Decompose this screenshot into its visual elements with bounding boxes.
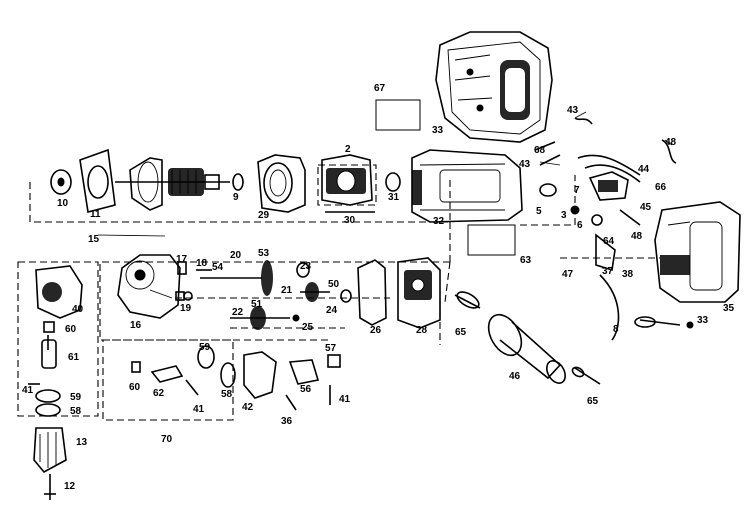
chuck-subassembly-box [17,261,99,417]
handle-housing [654,201,741,303]
part-label-43-mid: 43 [519,159,531,170]
part-label-9: 9 [233,192,239,203]
part-label-56: 56 [300,384,312,395]
part-label-63: 63 [520,255,532,266]
side-handle [454,291,601,385]
part-label-2: 2 [345,144,351,155]
part-label-24: 24 [326,305,338,316]
part-label-31: 31 [388,192,400,203]
part-label-13: 13 [76,437,88,448]
part-label-7: 7 [574,185,580,196]
part-label-59-top: 59 [199,342,211,353]
part-label-8: 8 [613,324,619,335]
part-label-20: 20 [230,250,242,261]
part-label-54: 54 [212,262,224,273]
part-label-12: 12 [64,481,76,492]
part-label-57: 57 [325,343,337,354]
motor-housing [411,149,523,223]
part-label-19: 19 [180,303,192,314]
part-label-42: 42 [242,402,254,413]
part-label-10: 10 [57,198,69,209]
part-label-11: 11 [90,209,101,220]
gear-case [117,254,181,319]
part-label-18: 18 [196,258,208,269]
part-label-65-top: 65 [455,327,467,338]
part-label-41-mid: 41 [193,404,205,415]
part-label-60-top: 60 [65,324,77,335]
leader-lines [97,111,673,237]
part-label-23: 23 [300,261,312,272]
part-label-62: 62 [153,388,165,399]
part-label-21: 21 [281,285,293,296]
part-label-33-top: 33 [432,125,444,136]
part-label-44: 44 [638,164,650,175]
part-label-58-bottom: 58 [70,406,82,417]
angle-head-subassembly-box [102,339,234,421]
part-label-58-mid: 58 [221,389,233,400]
armature-assembly [50,148,244,213]
part-label-70: 70 [161,434,173,445]
spindle-gears [175,260,352,330]
part-label-5: 5 [536,206,542,217]
gear-housing-top [435,31,553,143]
part-label-28: 28 [416,325,428,336]
part-label-41-right: 41 [339,394,351,405]
part-label-29: 29 [258,210,270,221]
assembly-guide-lines [29,175,660,345]
part-label-68: 68 [534,145,546,156]
part-label-64: 64 [603,236,615,247]
part-label-47: 47 [562,269,574,280]
part-label-61: 61 [68,352,80,363]
part-label-32: 32 [433,216,445,227]
angle-head-parts [131,345,341,411]
gear-housing-front [397,257,441,329]
field-housing [257,154,306,213]
part-label-22: 22 [232,307,244,318]
label-plate-67 [375,99,421,131]
part-label-40: 40 [72,304,84,315]
gasket-26 [357,259,387,326]
part-label-16: 16 [130,320,142,331]
part-label-48-top: 48 [665,137,677,148]
part-label-15: 15 [88,234,100,245]
part-labels: 67 33 43 48 68 43 44 2 10 11 9 29 30 31 … [22,83,735,492]
part-label-36: 36 [281,416,293,427]
part-label-33-right: 33 [697,315,709,326]
part-label-66: 66 [655,182,667,193]
part-label-45: 45 [640,202,652,213]
part-label-65-bottom: 65 [587,396,599,407]
part-label-51: 51 [251,299,263,310]
part-label-25: 25 [302,322,314,333]
part-label-3: 3 [561,210,567,221]
part-label-48-mid: 48 [631,231,643,242]
bearing-31 [385,172,401,192]
part-label-26: 26 [370,325,382,336]
part-label-60-mid: 60 [129,382,141,393]
label-plate-63 [467,224,516,256]
part-label-59-bottom: 59 [70,392,82,403]
part-label-38: 38 [622,269,634,280]
part-label-53: 53 [258,248,270,259]
part-label-6: 6 [577,220,583,231]
part-label-67: 67 [374,83,386,94]
field-coil [321,154,373,206]
chuck-parts [28,265,83,500]
part-label-37: 37 [602,266,614,277]
part-label-46: 46 [509,371,521,382]
part-label-35: 35 [723,303,735,314]
switch-and-cord [534,117,694,341]
part-label-50: 50 [328,279,340,290]
part-label-17: 17 [176,254,188,265]
part-label-43-top: 43 [567,105,579,116]
part-label-41-left: 41 [22,385,34,396]
part-label-30: 30 [344,215,356,226]
